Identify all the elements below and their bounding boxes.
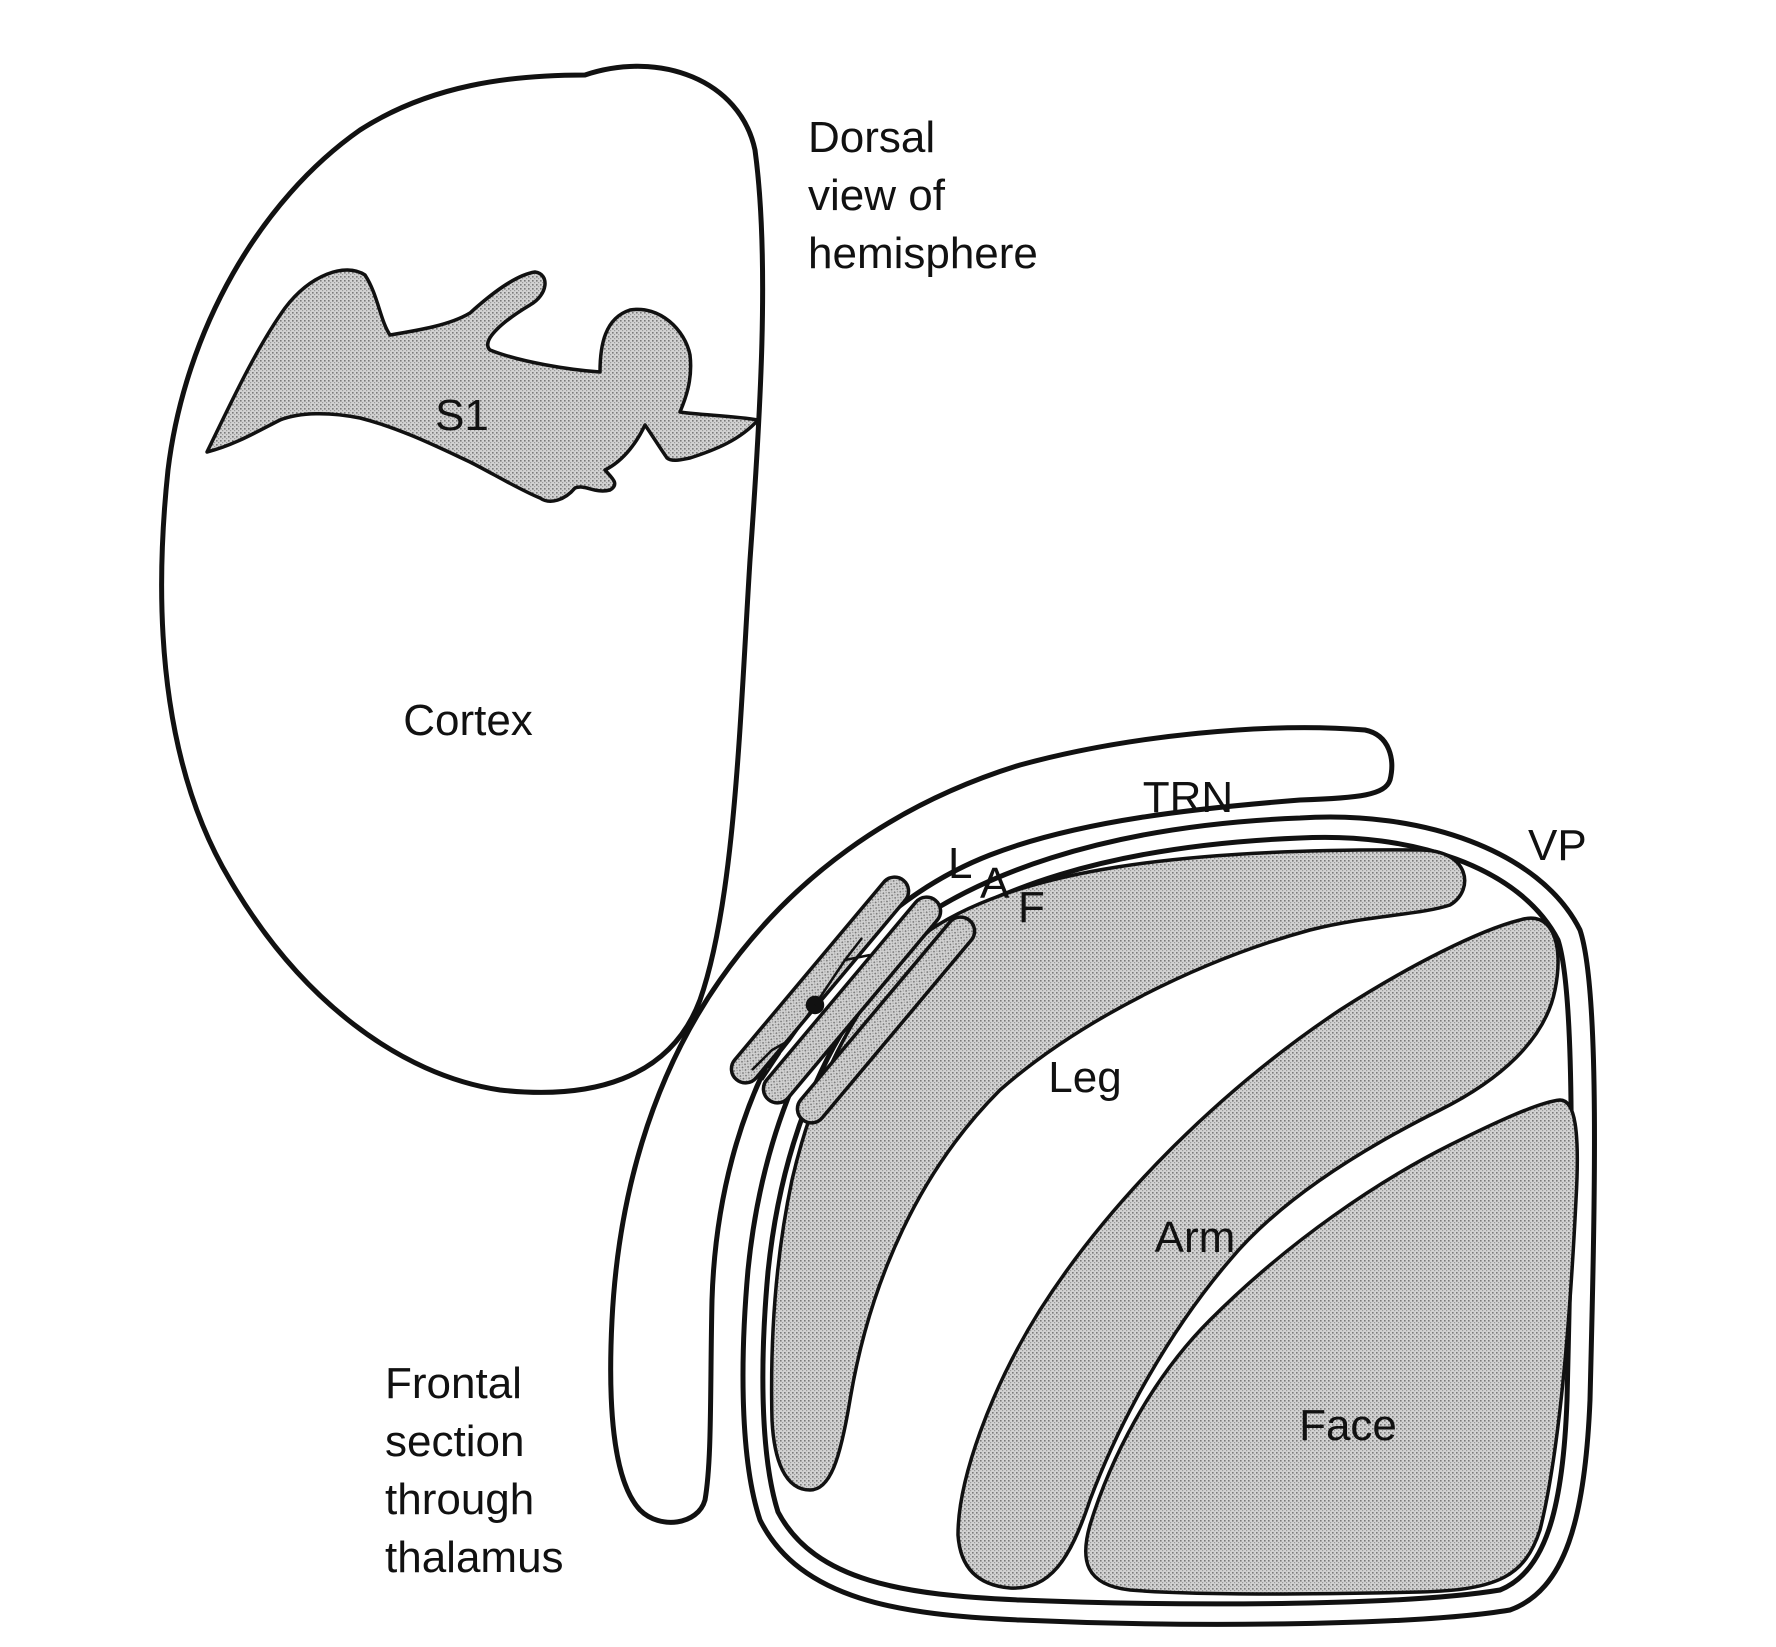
dorsal-caption-line-2: view of [808, 171, 946, 220]
arm-label: Arm [1155, 1213, 1236, 1262]
lamella-f [795, 915, 977, 1125]
dorsal-caption-line-3: hemisphere [808, 229, 1038, 278]
face-label: Face [1299, 1401, 1397, 1450]
frontal-caption-line-2: section [385, 1417, 524, 1466]
trn-outline [608, 725, 1395, 1525]
dorsal-caption: Dorsal view of hemisphere [808, 113, 1038, 278]
trn-label: TRN [1143, 773, 1233, 822]
lamella-f-label: F [1018, 883, 1045, 932]
s1-label: S1 [435, 391, 489, 440]
dorsal-caption-line-1: Dorsal [808, 113, 935, 162]
frontal-caption-line-3: through [385, 1475, 534, 1524]
lamella-a-label: A [980, 859, 1010, 908]
face-zone [1083, 1098, 1580, 1596]
lamella-l [729, 875, 911, 1085]
trn-neuron [751, 937, 871, 1081]
arm-zone [956, 916, 1560, 1590]
trn-lamellae [729, 875, 977, 1125]
frontal-caption-line-4: thalamus [385, 1533, 564, 1582]
s1-region [205, 268, 760, 503]
lamella-a [761, 895, 943, 1105]
frontal-caption-line-1: Frontal [385, 1359, 522, 1408]
lamella-l-label: L [948, 839, 972, 888]
vp-label: VP [1528, 821, 1587, 870]
leg-label: Leg [1048, 1053, 1121, 1102]
cortex-label: Cortex [403, 696, 533, 745]
hemisphere-outline [159, 63, 766, 1095]
frontal-caption: Frontal section through thalamus [385, 1359, 564, 1582]
